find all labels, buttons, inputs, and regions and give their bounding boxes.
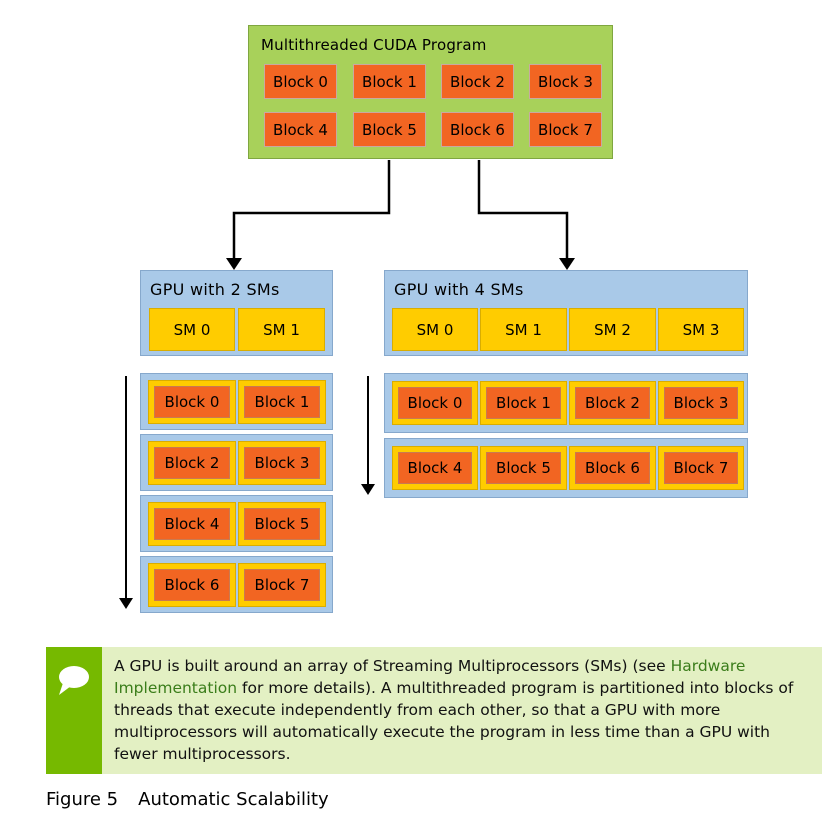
gpu-2sm-box: GPU with 2 SMs SM 0 SM 1 (140, 270, 333, 356)
gpu2-row-2: Block 4 Block 5 (140, 495, 333, 552)
gpu4-block-7: Block 7 (664, 452, 738, 484)
gpu4-cell: Block 0 (392, 381, 478, 425)
gpu2-cell: Block 6 (148, 563, 236, 607)
gpu4-block-0: Block 0 (398, 387, 472, 419)
gpu2-block-5: Block 5 (244, 508, 320, 540)
gpu-4sm-box: GPU with 4 SMs SM 0 SM 1 SM 2 SM 3 (384, 270, 748, 356)
gpu4-cell: Block 5 (480, 446, 567, 490)
gpu4-title: GPU with 4 SMs (394, 280, 524, 299)
gpu2-block-0: Block 0 (154, 386, 230, 418)
gpu2-block-2: Block 2 (154, 447, 230, 479)
gpu2-sm-1: SM 1 (238, 308, 325, 351)
gpu4-cell: Block 1 (480, 381, 567, 425)
gpu2-row-3: Block 6 Block 7 (140, 556, 333, 613)
gpu4-block-6: Block 6 (575, 452, 650, 484)
cuda-program-box: Multithreaded CUDA Program Block 0 Block… (248, 25, 613, 159)
gpu2-block-6: Block 6 (154, 569, 230, 601)
gpu4-row-0: Block 0 Block 1 Block 2 Block 3 (384, 373, 748, 433)
figure-caption: Figure 5 Automatic Scalability (46, 789, 329, 810)
gpu4-sm-1: SM 1 (480, 308, 567, 351)
figure-number: Figure 5 (46, 789, 119, 810)
note-box: A GPU is built around an array of Stream… (46, 647, 822, 774)
gpu4-block-1: Block 1 (486, 387, 561, 419)
program-block-0: Block 0 (264, 64, 337, 99)
program-block-4: Block 4 (264, 112, 337, 147)
gpu2-block-3: Block 3 (244, 447, 320, 479)
gpu2-cell: Block 4 (148, 502, 236, 546)
gpu4-block-5: Block 5 (486, 452, 561, 484)
gpu4-cell: Block 4 (392, 446, 478, 490)
gpu2-cell: Block 1 (238, 380, 326, 424)
note-icon-bar (46, 647, 102, 774)
gpu4-sm-2: SM 2 (569, 308, 656, 351)
gpu4-cell: Block 2 (569, 381, 656, 425)
program-block-7: Block 7 (529, 112, 602, 147)
gpu4-cell: Block 6 (569, 446, 656, 490)
gpu4-block-2: Block 2 (575, 387, 650, 419)
program-block-6: Block 6 (441, 112, 514, 147)
time-arrowhead-gpu4 (361, 484, 375, 495)
gpu2-row-1: Block 2 Block 3 (140, 434, 333, 491)
program-block-5: Block 5 (353, 112, 426, 147)
time-arrowhead-gpu2 (119, 598, 133, 609)
gpu2-block-7: Block 7 (244, 569, 320, 601)
gpu4-row-1: Block 4 Block 5 Block 6 Block 7 (384, 438, 748, 498)
gpu2-cell: Block 3 (238, 441, 326, 485)
program-title: Multithreaded CUDA Program (261, 36, 487, 54)
arrow-to-gpu4 (477, 160, 569, 258)
gpu2-row-0: Block 0 Block 1 (140, 373, 333, 430)
gpu2-title: GPU with 2 SMs (150, 280, 280, 299)
gpu2-block-1: Block 1 (244, 386, 320, 418)
gpu2-block-4: Block 4 (154, 508, 230, 540)
program-block-1: Block 1 (353, 64, 426, 99)
program-block-2: Block 2 (441, 64, 514, 99)
gpu2-cell: Block 2 (148, 441, 236, 485)
program-block-3: Block 3 (529, 64, 602, 99)
gpu4-cell: Block 7 (658, 446, 744, 490)
gpu4-block-4: Block 4 (398, 452, 472, 484)
note-text-before: A GPU is built around an array of Stream… (114, 657, 671, 675)
gpu2-cell: Block 7 (238, 563, 326, 607)
gpu4-sm-0: SM 0 (392, 308, 478, 351)
gpu2-cell: Block 5 (238, 502, 326, 546)
hardware-implementation-link[interactable]: Hardware Implementation (114, 657, 746, 697)
gpu4-cell: Block 3 (658, 381, 744, 425)
arrowhead-gpu2 (226, 258, 242, 270)
gpu2-cell: Block 0 (148, 380, 236, 424)
figure-title: Automatic Scalability (138, 789, 329, 810)
gpu4-block-3: Block 3 (664, 387, 738, 419)
speech-bubble-icon (59, 666, 89, 695)
gpu2-sm-0: SM 0 (149, 308, 235, 351)
gpu4-sm-3: SM 3 (658, 308, 744, 351)
arrow-to-gpu2 (232, 160, 391, 258)
note-text-after: for more details). A multithreaded progr… (114, 679, 794, 763)
note-text: A GPU is built around an array of Stream… (114, 655, 814, 765)
arrowhead-gpu4 (559, 258, 575, 270)
